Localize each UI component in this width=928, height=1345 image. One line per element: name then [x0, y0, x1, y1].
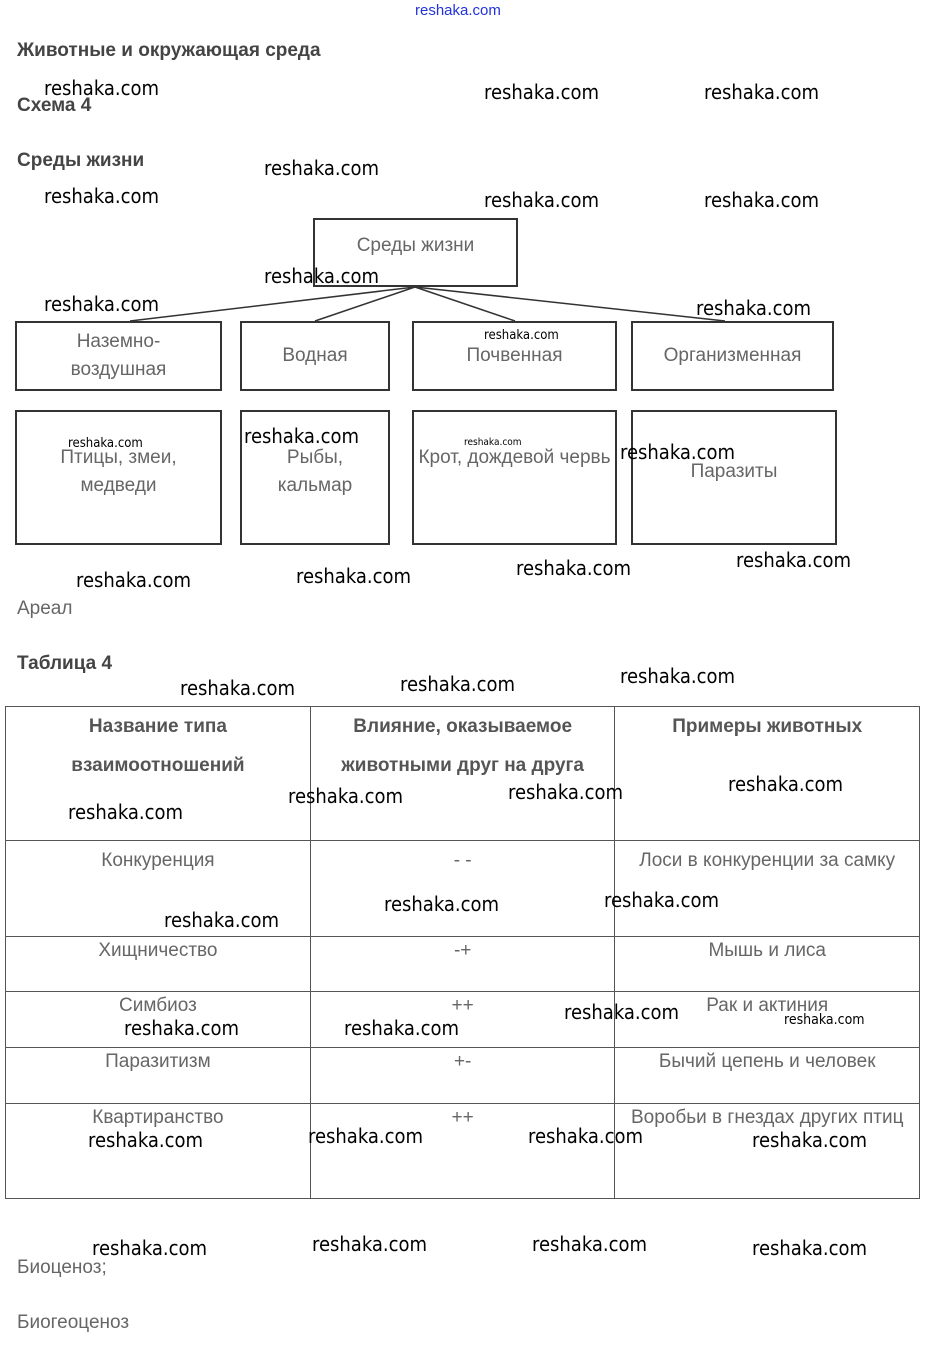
- watermark: reshaka.com: [752, 1236, 868, 1260]
- table-label: Таблица 4: [17, 653, 113, 674]
- watermark: reshaka.com: [296, 564, 412, 588]
- table-row: Паразитизм +- Бычий цепень и человек: [5, 1047, 920, 1104]
- watermark: reshaka.com: [92, 1236, 208, 1260]
- watermark: reshaka.com: [76, 568, 192, 592]
- scheme-label: Схема 4: [17, 95, 92, 116]
- header-examples: Примеры животных: [614, 706, 920, 841]
- examples-box-land-air: Птицы, змеи, медведи: [15, 410, 222, 545]
- examples-box-organism: Паразиты: [631, 410, 837, 545]
- header-influence: Влияние, оказываемое животными друг на д…: [309, 706, 616, 841]
- site-watermark-link[interactable]: reshaka.com: [415, 2, 501, 19]
- cell-type: Квартиранство: [5, 1103, 311, 1199]
- cell-example: Бычий цепень и человек: [614, 1047, 920, 1104]
- watermark: reshaka.com: [620, 664, 736, 688]
- table-row: Конкуренция - - Лоси в конкуренции за са…: [5, 840, 920, 937]
- cell-influence: ++: [309, 991, 616, 1048]
- term-biocenosis: Биоценоз;: [17, 1257, 107, 1278]
- table-row: Симбиоз ++ Рак и актиния: [5, 991, 920, 1048]
- header-relationship-type: Название типа взаимоотношений: [5, 706, 311, 841]
- page-title: Животные и окружающая среда: [17, 40, 321, 61]
- cell-example: Лоси в конкуренции за самку: [614, 840, 920, 937]
- watermark: reshaka.com: [516, 556, 632, 580]
- table-row: Хищничество -+ Мышь и лиса: [5, 936, 920, 992]
- cell-example: Воробьи в гнездах других птиц: [614, 1103, 920, 1199]
- cell-influence: +-: [309, 1047, 616, 1104]
- habitat-box-organism: Организменная: [631, 321, 834, 391]
- habitat-box-water: Водная: [240, 321, 390, 391]
- cell-type: Хищничество: [5, 936, 311, 992]
- cell-influence: - -: [309, 840, 616, 937]
- relationships-table: Название типа взаимоотношений Влияние, о…: [5, 706, 920, 1199]
- cell-type: Симбиоз: [5, 991, 311, 1048]
- watermark: reshaka.com: [400, 672, 516, 696]
- cell-influence: -+: [309, 936, 616, 992]
- term-biogeocenosis: Биогеоценоз: [17, 1312, 130, 1333]
- table-row: Квартиранство ++ Воробьи в гнездах други…: [5, 1103, 920, 1199]
- habitat-box-land-air: Наземно-воздушная: [15, 321, 222, 391]
- watermark: reshaka.com: [180, 676, 296, 700]
- cell-example: Мышь и лиса: [614, 936, 920, 992]
- cell-type: Паразитизм: [5, 1047, 311, 1104]
- watermark: reshaka.com: [312, 1232, 428, 1256]
- table-header-row: Название типа взаимоотношений Влияние, о…: [5, 706, 920, 841]
- diagram-connectors: [129, 286, 726, 322]
- cell-example: Рак и актиния: [614, 991, 920, 1048]
- examples-box-soil: Крот, дождевой червь: [412, 410, 617, 545]
- watermark: reshaka.com: [532, 1232, 648, 1256]
- cell-influence: ++: [309, 1103, 616, 1199]
- section-title: Среды жизни: [17, 150, 145, 171]
- areal-term: Ареал: [17, 598, 73, 619]
- habitat-box-soil: Почвенная: [412, 321, 617, 391]
- examples-box-water: Рыбы, кальмар: [240, 410, 390, 545]
- watermark: reshaka.com: [736, 548, 852, 572]
- cell-type: Конкуренция: [5, 840, 311, 937]
- diagram-root-box: Среды жизни: [313, 218, 518, 287]
